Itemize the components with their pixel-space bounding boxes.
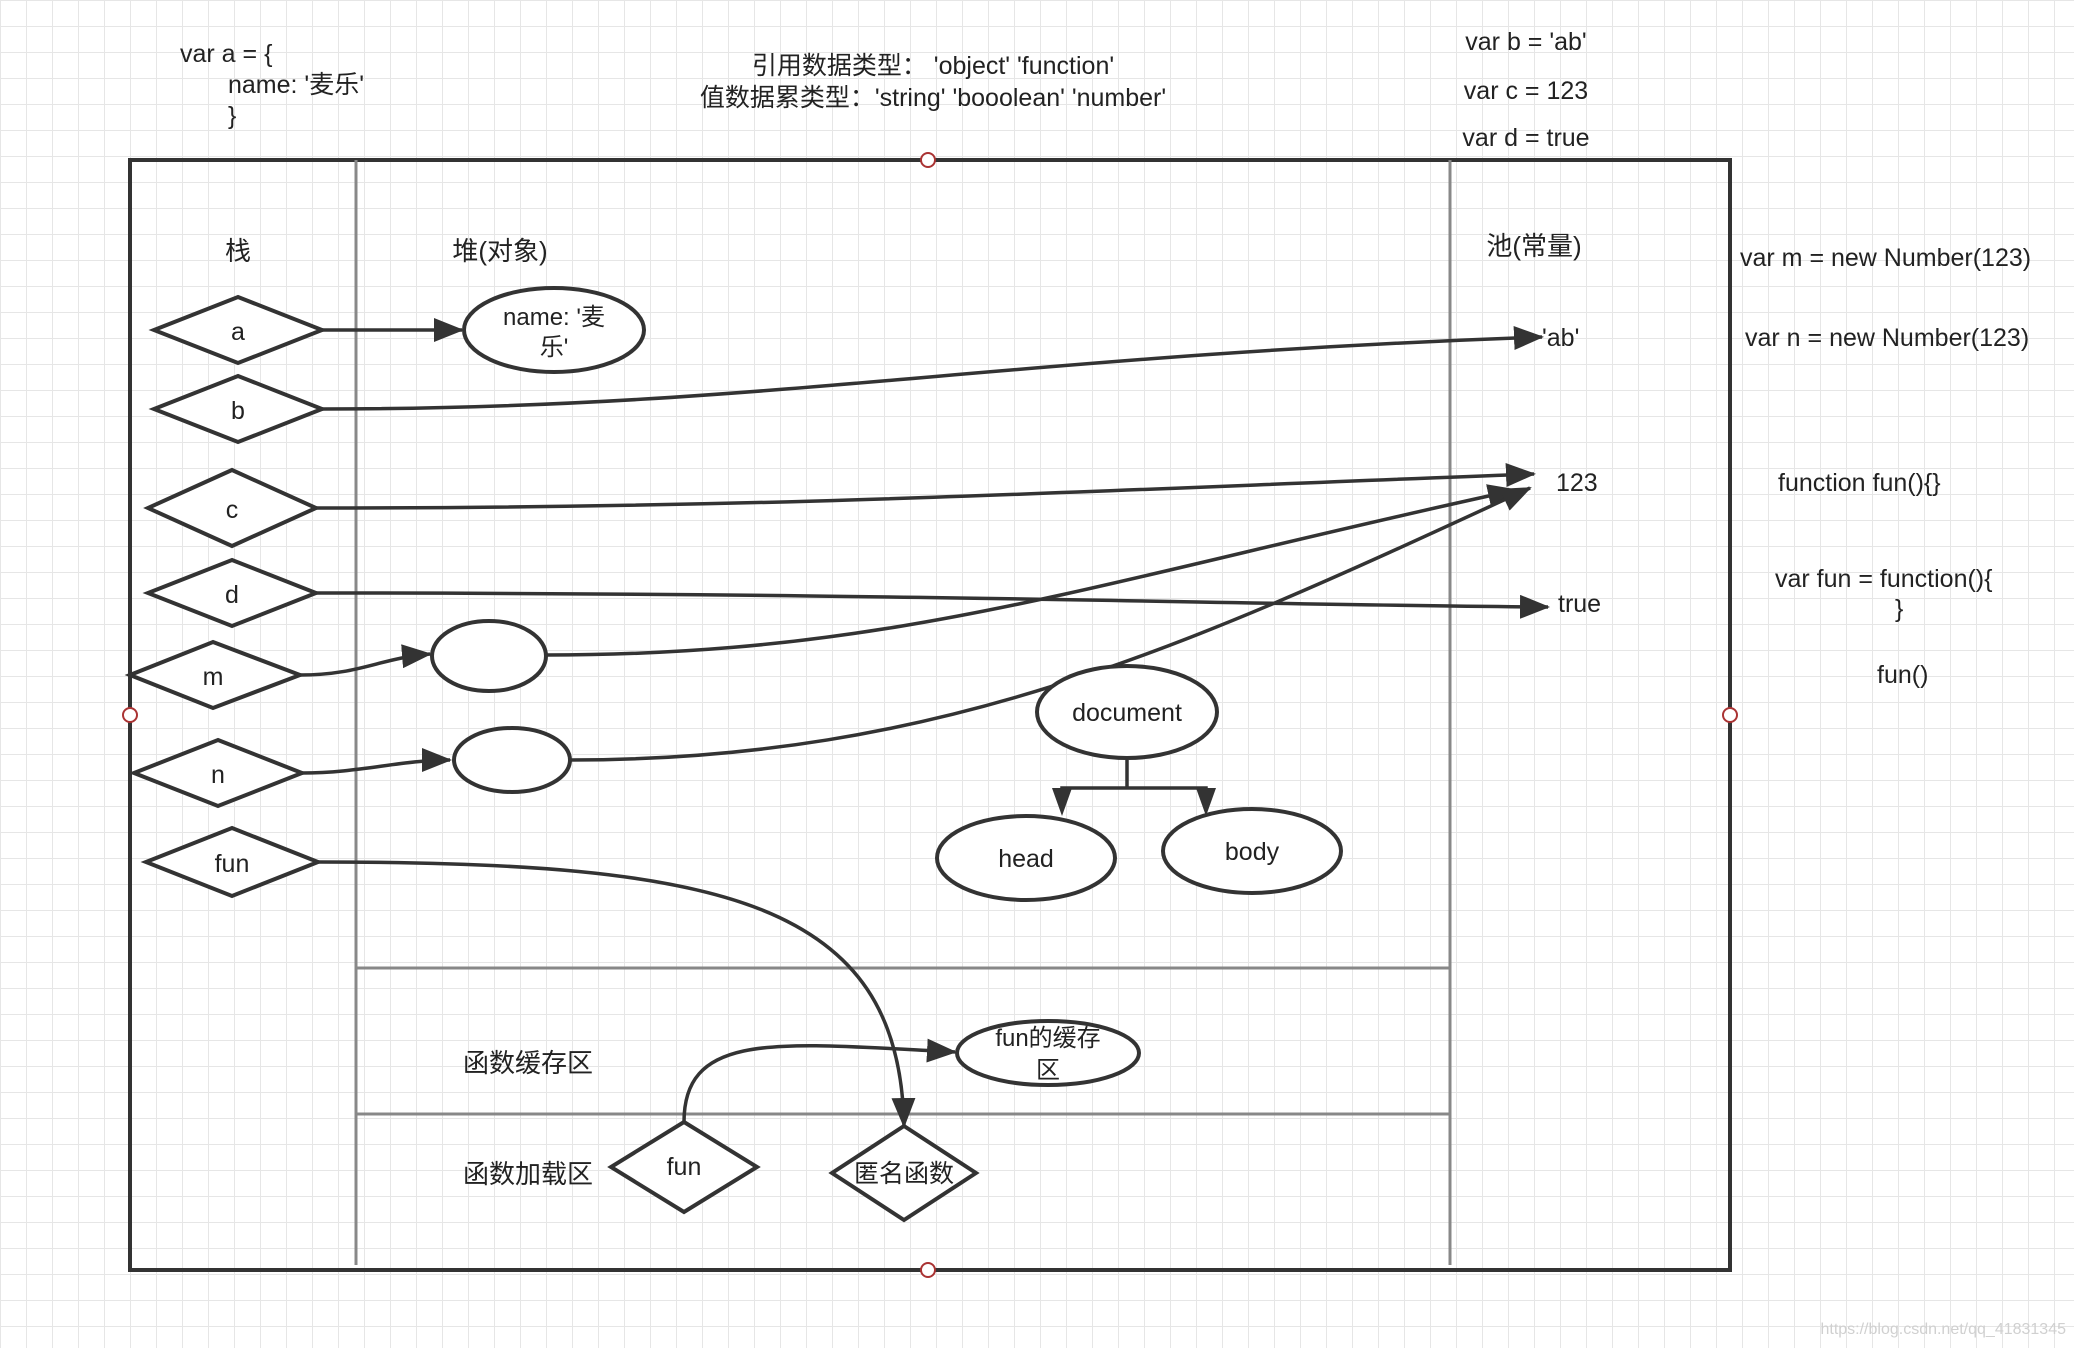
stack-var-fun-label: fun xyxy=(215,850,250,878)
note-obj-line3: } xyxy=(228,102,236,130)
heap-document-node[interactable]: document xyxy=(1035,664,1219,760)
region-stack-label: 栈 xyxy=(225,236,251,266)
arrow-n-to-heap xyxy=(301,748,452,775)
fn-cache-line1: fun的缓存 xyxy=(995,1025,1100,1052)
resize-handle-bottom[interactable] xyxy=(920,1262,936,1278)
arrow-b-to-ab xyxy=(321,325,1544,411)
note-fn-expr-line1: var fun = function(){ xyxy=(1775,565,1992,593)
region-fn-cache-label: 函数缓存区 xyxy=(463,1048,593,1078)
note-var-b: var b = 'ab' xyxy=(1465,28,1586,56)
stack-var-fun[interactable]: fun xyxy=(140,825,324,899)
heap-object-a[interactable]: name: '麦 乐' xyxy=(462,286,646,374)
arrow-document-to-body xyxy=(1196,788,1216,816)
stack-var-b-label: b xyxy=(231,397,245,425)
heap-object-a-line1: name: '麦 xyxy=(503,304,605,331)
stack-var-d[interactable]: d xyxy=(142,557,322,629)
note-obj-line1: var a = { xyxy=(180,40,272,68)
heap-head-label: head xyxy=(998,845,1054,873)
note-types-line1: 引用数据类型： 'object' 'function' xyxy=(752,52,1114,80)
note-var-d: var d = true xyxy=(1462,124,1589,152)
note-obj-line2: name: '麦乐' xyxy=(228,71,364,99)
note-fn-decl: function fun(){} xyxy=(1778,469,1941,497)
note-fn-call: fun() xyxy=(1877,661,1928,689)
heap-object-a-line2: 乐' xyxy=(540,334,569,361)
arrow-loaded-fun-to-cache xyxy=(682,1038,957,1123)
fn-load-fun-node[interactable]: fun xyxy=(607,1119,761,1215)
region-pool-label: 池(常量) xyxy=(1486,231,1581,261)
heap-body-node[interactable]: body xyxy=(1161,807,1343,895)
region-fn-load-label: 函数加载区 xyxy=(463,1159,593,1189)
arrow-d-to-true xyxy=(315,591,1550,619)
note-fn-expr-line2: } xyxy=(1895,595,1903,623)
pool-value-ab: 'ab' xyxy=(1542,324,1579,352)
region-heap-label: 堆(对象) xyxy=(452,236,547,266)
stack-var-n[interactable]: n xyxy=(128,737,308,809)
pool-value-123: 123 xyxy=(1556,469,1598,497)
arrow-m-heap-to-123 xyxy=(545,484,1518,657)
resize-handle-right[interactable] xyxy=(1722,707,1738,723)
arrow-fun-to-anonymous xyxy=(317,860,916,1128)
watermark: https://blog.csdn.net/qq_41831345 xyxy=(1820,1321,2066,1338)
arrow-c-to-123 xyxy=(315,463,1536,510)
stack-var-a[interactable]: a xyxy=(148,294,328,366)
resize-handle-left[interactable] xyxy=(122,707,138,723)
heap-object-n[interactable] xyxy=(452,726,572,794)
stack-var-m[interactable]: m xyxy=(124,639,306,711)
fn-anonymous-label: 匿名函数 xyxy=(854,1160,954,1188)
heap-body-label: body xyxy=(1225,838,1280,866)
fn-cache-line2: 区 xyxy=(1036,1057,1060,1084)
arrow-document-to-head xyxy=(1052,788,1072,816)
note-var-c: var c = 123 xyxy=(1464,77,1588,105)
stack-var-a-label: a xyxy=(231,318,245,346)
stack-var-n-label: n xyxy=(211,761,225,789)
heap-head-node[interactable]: head xyxy=(935,814,1117,902)
fn-cache-node[interactable]: fun的缓存 区 xyxy=(955,1019,1141,1087)
arrow-m-to-heap xyxy=(299,644,432,677)
memory-frame xyxy=(128,158,1732,1272)
note-var-n: var n = new Number(123) xyxy=(1745,324,2029,352)
note-var-m: var m = new Number(123) xyxy=(1740,244,2031,272)
heap-object-m[interactable] xyxy=(430,619,548,693)
stack-var-d-label: d xyxy=(225,581,239,609)
fn-load-fun-label: fun xyxy=(667,1153,702,1181)
fn-anonymous-node[interactable]: 匿名函数 xyxy=(828,1123,980,1223)
stack-var-c[interactable]: c xyxy=(143,467,321,549)
note-types-line2: 值数据累类型：'string' 'booolean' 'number' xyxy=(700,84,1166,112)
document-tree-lines xyxy=(1060,760,1208,808)
stack-var-m-label: m xyxy=(203,663,224,691)
heap-document-label: document xyxy=(1072,699,1182,727)
stack-var-b[interactable]: b xyxy=(148,373,328,445)
resize-handle-top[interactable] xyxy=(920,152,936,168)
pool-value-true: true xyxy=(1558,590,1601,618)
stack-var-c-label: c xyxy=(226,496,239,524)
